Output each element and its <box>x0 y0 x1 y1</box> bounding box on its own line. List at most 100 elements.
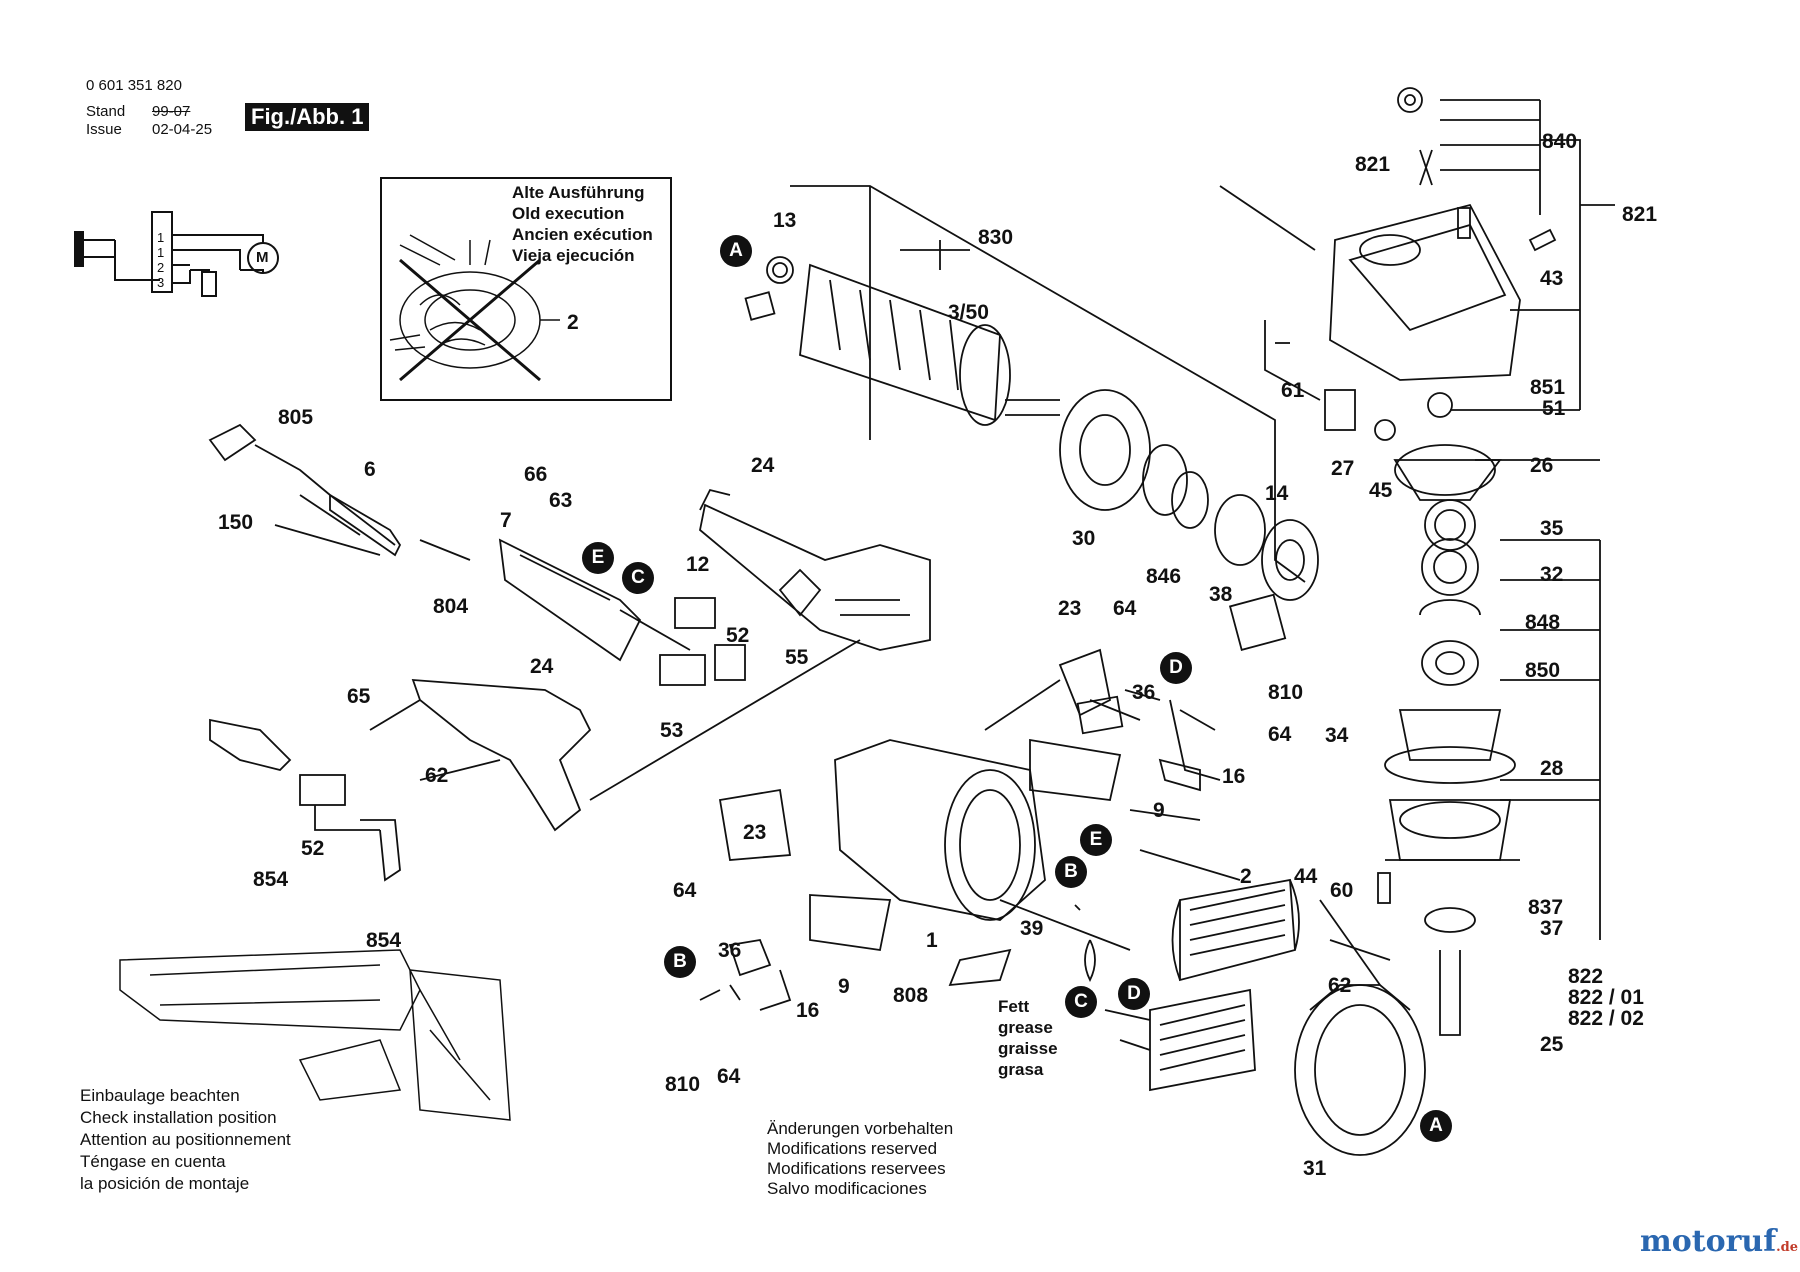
part-label: 1 <box>926 929 938 952</box>
armature <box>744 185 1319 652</box>
watermark-logo: motoruf.de <box>1640 1224 1798 1259</box>
part-label: 35 <box>1540 517 1564 540</box>
part-label: 9 <box>838 975 850 998</box>
watermark-main: motoruf <box>1640 1224 1777 1259</box>
installation-drawing <box>119 949 511 1121</box>
inset-ref: 2 <box>567 311 579 334</box>
watermark-suffix: .de <box>1776 1240 1799 1255</box>
gear-head <box>1219 87 1615 1036</box>
inset-line: Old execution <box>512 204 625 223</box>
part-label: 34 <box>1325 724 1349 747</box>
part-label: 38 <box>1209 583 1233 606</box>
install-note: Check installation position <box>80 1108 277 1127</box>
issue-label: Issue <box>86 121 122 138</box>
part-label: 16 <box>1222 765 1246 788</box>
install-note: la posición de montaje <box>80 1174 250 1193</box>
grease-note: graisse <box>998 1039 1058 1058</box>
part-label: 23 <box>1058 597 1082 620</box>
part-label: 810 <box>665 1073 701 1096</box>
part-label: 65 <box>347 685 371 708</box>
part-label: 854 <box>366 929 402 952</box>
part-label: 854 <box>253 868 289 891</box>
part-label: 52 <box>301 837 325 860</box>
issue-date: 02-04-25 <box>152 121 213 138</box>
part-label: 830 <box>978 226 1014 249</box>
part-label: 25 <box>1540 1033 1564 1056</box>
part-label: 30 <box>1072 527 1096 550</box>
badge-a: A <box>720 235 752 267</box>
badge-c: C <box>1065 986 1097 1018</box>
part-label: 851 <box>1530 376 1566 399</box>
part-label: 822 / 02 <box>1568 1007 1644 1030</box>
part-number: 0 601 351 820 <box>86 77 182 94</box>
part-label: 9 <box>1153 799 1165 822</box>
part-label: 840 <box>1542 130 1578 153</box>
part-label: 64 <box>1268 723 1292 746</box>
install-note: Einbaulage beachten <box>80 1086 240 1105</box>
terminal-label: 2 <box>157 260 165 275</box>
part-label: 24 <box>530 655 554 678</box>
part-label: 37 <box>1540 917 1564 940</box>
part-label: 32 <box>1540 563 1564 586</box>
part-label: 43 <box>1540 267 1564 290</box>
part-label: 27 <box>1331 457 1355 480</box>
terminal-label: 1 <box>157 230 165 245</box>
part-label: 14 <box>1265 482 1289 505</box>
grease-note: grease <box>998 1018 1053 1037</box>
part-label: 64 <box>1113 597 1137 620</box>
badge-e: E <box>1080 824 1112 856</box>
badge-e: E <box>582 542 614 574</box>
modification-note: Modifications reserved <box>767 1139 938 1158</box>
part-label: 28 <box>1540 757 1564 780</box>
inset-line: Alte Ausführung <box>512 183 645 202</box>
modification-note: Modifications reservees <box>767 1159 946 1178</box>
grease-note: Fett <box>998 997 1030 1016</box>
part-label: 62 <box>1328 974 1352 997</box>
part-label: 36 <box>1132 681 1156 704</box>
part-label: 3/50 <box>948 301 989 324</box>
inset-line: Vieja ejecución <box>512 246 635 265</box>
install-note: Téngase en cuenta <box>80 1152 226 1171</box>
part-label: 822 <box>1568 965 1604 988</box>
part-label: 7 <box>500 509 512 532</box>
inset-line: Ancien exécution <box>512 225 653 244</box>
terminal-label: 1 <box>157 245 165 260</box>
part-label: 808 <box>893 984 929 1007</box>
badge-c: C <box>622 562 654 594</box>
wiring-schematic <box>74 211 279 297</box>
part-label: 60 <box>1330 879 1354 902</box>
part-label: 36 <box>718 939 742 962</box>
part-label: 804 <box>433 595 469 618</box>
stand-label: Stand <box>86 103 126 120</box>
old-stator-drawing <box>389 234 560 382</box>
cord-and-switch <box>208 423 931 882</box>
part-label: 12 <box>686 553 710 576</box>
part-label: 2 <box>1240 865 1252 888</box>
part-label: 55 <box>785 646 809 669</box>
part-label: 810 <box>1268 681 1304 704</box>
motor-housing <box>699 648 1221 1011</box>
part-label: 24 <box>751 454 775 477</box>
modification-note: Salvo modificaciones <box>767 1179 927 1198</box>
part-label: 51 <box>1542 397 1566 420</box>
part-label: 822 / 01 <box>1568 986 1644 1009</box>
part-label: 61 <box>1281 379 1305 402</box>
part-label: 837 <box>1528 896 1564 919</box>
modification-note: Änderungen vorbehalten <box>767 1119 954 1138</box>
badge-d: D <box>1160 652 1192 684</box>
part-label: 39 <box>1020 917 1044 940</box>
badge-a: A <box>1420 1110 1452 1142</box>
badge-d: D <box>1118 978 1150 1010</box>
part-label: 31 <box>1303 1157 1327 1180</box>
part-label: 848 <box>1525 611 1561 634</box>
grease-note: grasa <box>998 1060 1044 1079</box>
stand-date: 99-07 <box>152 103 191 120</box>
terminal-label: 3 <box>157 275 165 290</box>
part-label: 63 <box>549 489 573 512</box>
part-label: 52 <box>726 624 750 647</box>
part-label: 846 <box>1146 565 1182 588</box>
old-execution-box <box>380 177 672 401</box>
part-label: 850 <box>1525 659 1561 682</box>
